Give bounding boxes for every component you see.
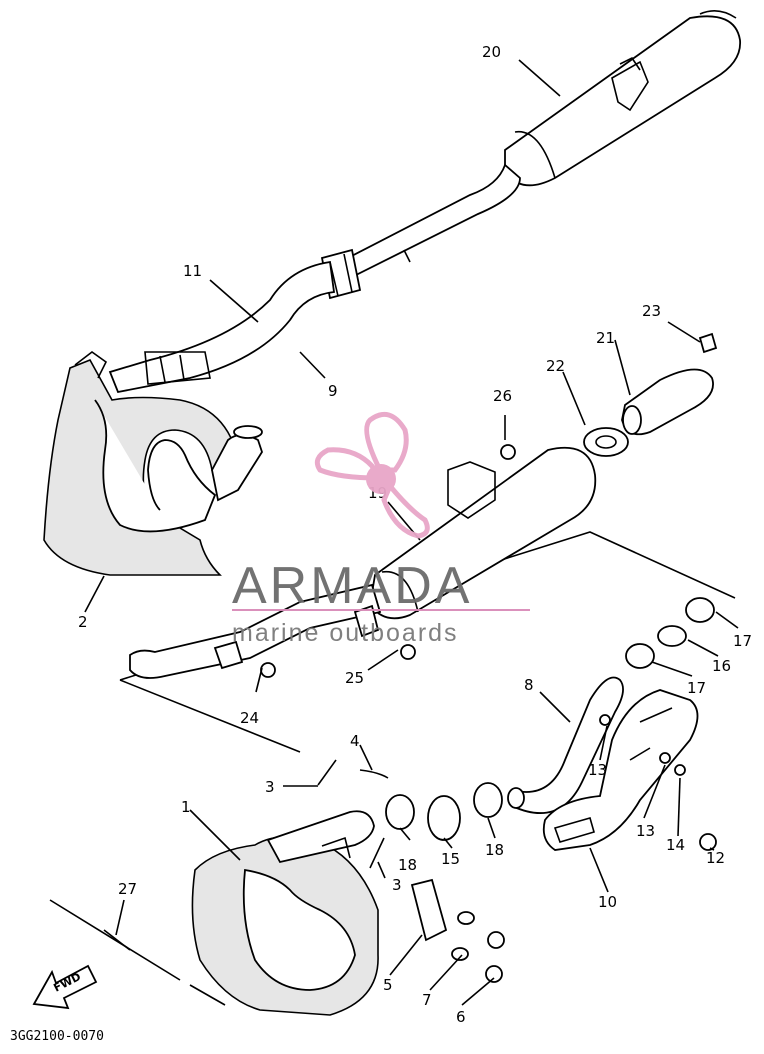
- label-18a: 18: [398, 856, 417, 874]
- fwd-arrow-icon: FWD: [32, 964, 98, 1010]
- label-4: 4: [350, 732, 360, 750]
- label-5: 5: [383, 976, 393, 994]
- label-3b: 3: [392, 876, 402, 894]
- label-12: 12: [706, 849, 725, 867]
- label-27: 27: [118, 880, 137, 898]
- label-11: 11: [183, 262, 202, 280]
- clamps-part-17-18: [385, 597, 715, 841]
- label-7: 7: [422, 991, 432, 1009]
- label-9: 9: [328, 382, 338, 400]
- label-13b: 13: [636, 822, 655, 840]
- label-26: 26: [493, 387, 512, 405]
- label-22: 22: [546, 357, 565, 375]
- label-18b: 18: [485, 841, 504, 859]
- label-6: 6: [456, 1008, 466, 1026]
- label-14: 14: [666, 836, 685, 854]
- label-17a: 17: [733, 632, 752, 650]
- label-16: 16: [712, 657, 731, 675]
- label-3a: 3: [265, 778, 275, 796]
- heat-shield-part-10: [542, 689, 699, 851]
- tail-pipe-part-21: [583, 332, 718, 457]
- label-24: 24: [240, 709, 259, 727]
- label-10: 10: [598, 893, 617, 911]
- label-17b: 17: [687, 679, 706, 697]
- springs-part-3-27: [49, 759, 389, 981]
- watermark-subtitle: marine outboards: [232, 619, 459, 647]
- propeller-logo-icon: [314, 411, 430, 539]
- label-25: 25: [345, 669, 364, 687]
- muffler-part-20: [339, 10, 741, 284]
- label-1: 1: [181, 798, 191, 816]
- label-15: 15: [441, 850, 460, 868]
- reference-code: 3GG2100-0070: [10, 1029, 104, 1044]
- label-2: 2: [78, 613, 88, 631]
- expansion-chamber-part-2: [43, 351, 263, 576]
- expansion-chamber-part-1: [191, 810, 379, 1016]
- bolts-and-washers: [260, 444, 717, 983]
- label-8: 8: [524, 676, 534, 694]
- label-23: 23: [642, 302, 661, 320]
- pipe-assembly-part-19: [119, 446, 736, 753]
- label-13a: 13: [588, 761, 607, 779]
- watermark-title: ARMADA: [232, 557, 472, 615]
- label-20: 20: [482, 43, 501, 61]
- label-21: 21: [596, 329, 615, 347]
- armada-watermark: ARMADA marine outboards: [232, 411, 530, 647]
- mid-pipe-part-9-11: [108, 248, 362, 394]
